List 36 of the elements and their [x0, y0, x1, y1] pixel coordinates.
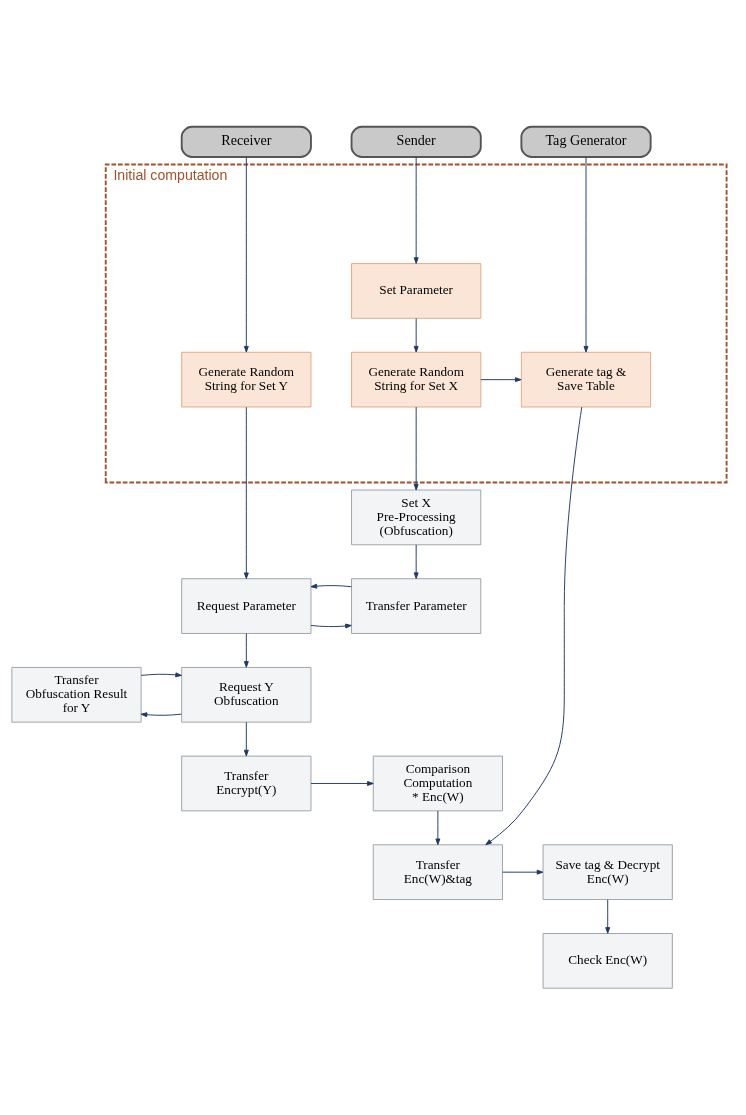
arrow: [243, 156, 249, 353]
arrow: [243, 721, 249, 757]
node-box: Generate Random String for Set X: [351, 351, 482, 408]
node-box: Generate tag & Save Table: [520, 351, 652, 408]
arrow: [413, 406, 419, 491]
node-box: Receiver: [180, 125, 312, 158]
arrow: [502, 869, 544, 875]
node-box: Transfer Enc(W)&tag: [372, 844, 503, 900]
arrow: [310, 623, 352, 629]
node-box: Comparison Computation * Enc(W): [372, 755, 503, 812]
node-box: Generate Random String for Set Y: [181, 351, 312, 408]
arrow: [310, 781, 374, 786]
node-box: Transfer Encrypt(Y): [181, 755, 312, 812]
arrow: [485, 406, 583, 846]
arrow: [413, 544, 419, 579]
node-box: Request Parameter: [181, 578, 312, 634]
arrow: [243, 633, 249, 668]
node-box: Tag Generator: [520, 125, 652, 158]
node-box: Request Y Obfuscation: [181, 666, 312, 723]
arrow: [243, 406, 249, 579]
arrow: [583, 156, 589, 353]
node-box: Check Enc(W): [542, 933, 673, 989]
arrow: [413, 156, 419, 264]
arrow: [140, 712, 182, 718]
node-box: Sender: [350, 125, 482, 158]
node-box: Transfer Parameter: [351, 578, 482, 634]
arrow: [140, 672, 182, 678]
arrow: [310, 583, 352, 589]
arrow: [413, 317, 419, 353]
node-box: Set Parameter: [351, 263, 482, 319]
arrow: [480, 377, 522, 383]
node-box: Set X Pre-Processing (Obfuscation): [351, 489, 482, 546]
node-box: Save tag & Decrypt Enc(W): [542, 844, 673, 900]
node-box: Transfer Obfuscation Result for Y: [11, 666, 142, 723]
arrow: [435, 810, 441, 846]
arrow: [605, 899, 611, 934]
